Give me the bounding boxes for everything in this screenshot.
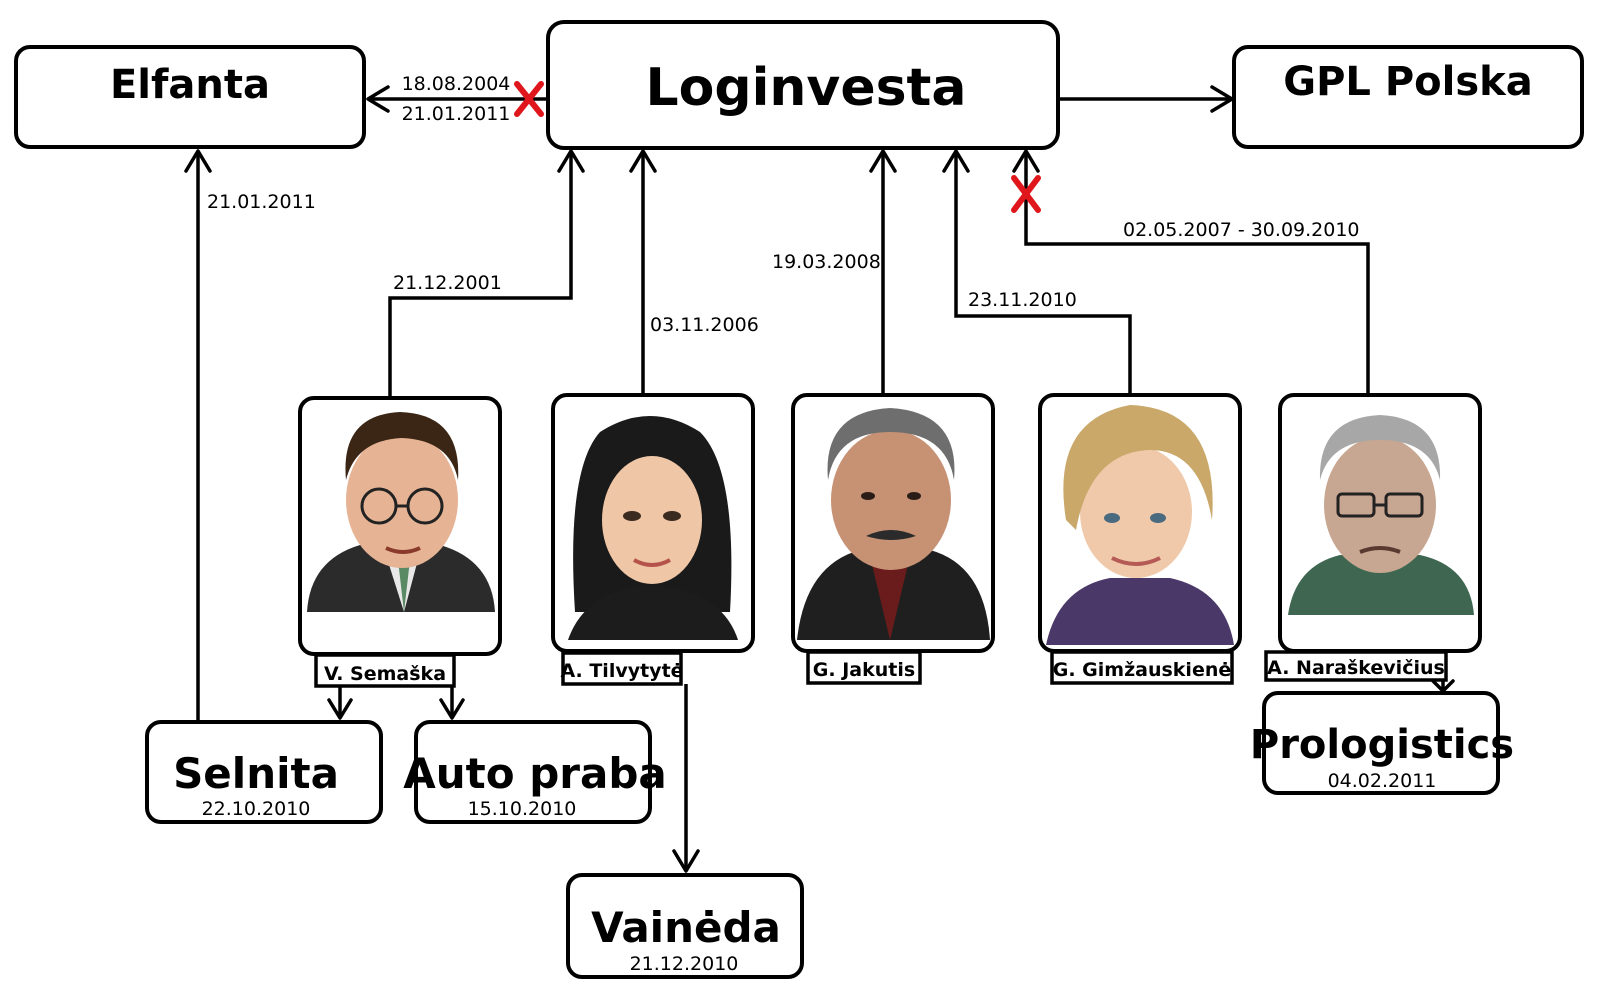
edge-date-semaska: 21.12.2001 (393, 272, 502, 294)
company-name-prologistics: Prologistics (1250, 722, 1514, 768)
person-card-jakutis: G. Jakutis (791, 393, 995, 685)
company-box-gpl-polska: GPL Polska (1232, 45, 1584, 149)
cross-icon (1011, 175, 1041, 213)
edge-tilvytyte-vaineda (672, 684, 700, 873)
company-box-prologistics: Prologistics 04.02.2011 (1250, 691, 1514, 795)
person-portrait-icon (307, 412, 495, 612)
company-name-selnita: Selnita (173, 749, 339, 798)
person-portrait-icon (797, 408, 990, 640)
edge-semaska-loginvesta: 21.12.2001 (388, 149, 585, 398)
company-date-prologistics: 04.02.2011 (1328, 770, 1437, 792)
person-name-naraskevicius: A. Naraškevičius (1267, 657, 1445, 679)
edge-date-elfanta-end: 21.01.2011 (402, 103, 511, 125)
person-card-gimzauskiene: G. Gimžauskienė (1038, 393, 1242, 685)
edge-date-elfanta-start: 18.08.2004 (402, 73, 511, 95)
edge-date-naraskevicius: 02.05.2007 - 30.09.2010 (1123, 219, 1360, 241)
company-box-vaineda: Vainėda 21.12.2010 (566, 873, 804, 979)
person-card-naraskevicius: A. Naraškevičius (1264, 393, 1482, 682)
company-name-auto-praba: Auto praba (403, 749, 666, 798)
edge-date-gimzauskiene: 23.11.2010 (968, 289, 1077, 311)
person-name-semaska: V. Semaška (324, 663, 446, 685)
edge-loginvesta-elfanta: 18.08.2004 21.01.2011 (366, 73, 548, 125)
company-box-elfanta: Elfanta (14, 45, 366, 149)
person-portrait-icon (1046, 405, 1234, 645)
edge-tilvytyte-loginvesta: 03.11.2006 (629, 149, 759, 395)
person-card-semaska: V. Semaška (298, 396, 502, 688)
company-box-loginvesta: Loginvesta (546, 20, 1060, 150)
edge-naraskevicius-loginvesta: 02.05.2007 - 30.09.2010 (1011, 149, 1370, 395)
edge-date-tilvytyte: 03.11.2006 (650, 314, 759, 336)
person-card-tilvytyte: A. Tilvytytė (551, 393, 755, 686)
edge-gimzauskiene-loginvesta: 23.11.2010 (942, 149, 1132, 395)
edge-date-jakutis: 19.03.2008 (772, 251, 881, 273)
company-date-vaineda: 21.12.2010 (630, 953, 739, 975)
person-portrait-icon (568, 416, 738, 640)
person-name-jakutis: G. Jakutis (813, 659, 915, 681)
company-date-auto-praba: 15.10.2010 (468, 798, 577, 820)
company-name-gpl-polska: GPL Polska (1283, 59, 1532, 105)
edge-loginvesta-gpl-polska (1058, 85, 1234, 113)
edge-jakutis-loginvesta: 19.03.2008 (772, 149, 897, 395)
person-portrait-icon (1288, 415, 1474, 615)
cross-icon (514, 81, 544, 117)
company-name-loginvesta: Loginvesta (646, 58, 967, 118)
person-name-tilvytyte: A. Tilvytytė (560, 660, 683, 682)
company-name-vaineda: Vainėda (591, 903, 781, 952)
edge-selnita-elfanta: 21.01.2011 (184, 149, 316, 722)
person-name-gimzauskiene: G. Gimžauskienė (1053, 659, 1232, 681)
company-box-selnita: Selnita 22.10.2010 (145, 720, 383, 824)
company-date-selnita: 22.10.2010 (202, 798, 311, 820)
edge-semaska-subsidiaries (327, 686, 465, 720)
company-box-auto-praba: Auto praba 15.10.2010 (403, 720, 667, 824)
edge-date-selnita-elfanta: 21.01.2011 (207, 191, 316, 213)
company-name-elfanta: Elfanta (110, 62, 270, 108)
